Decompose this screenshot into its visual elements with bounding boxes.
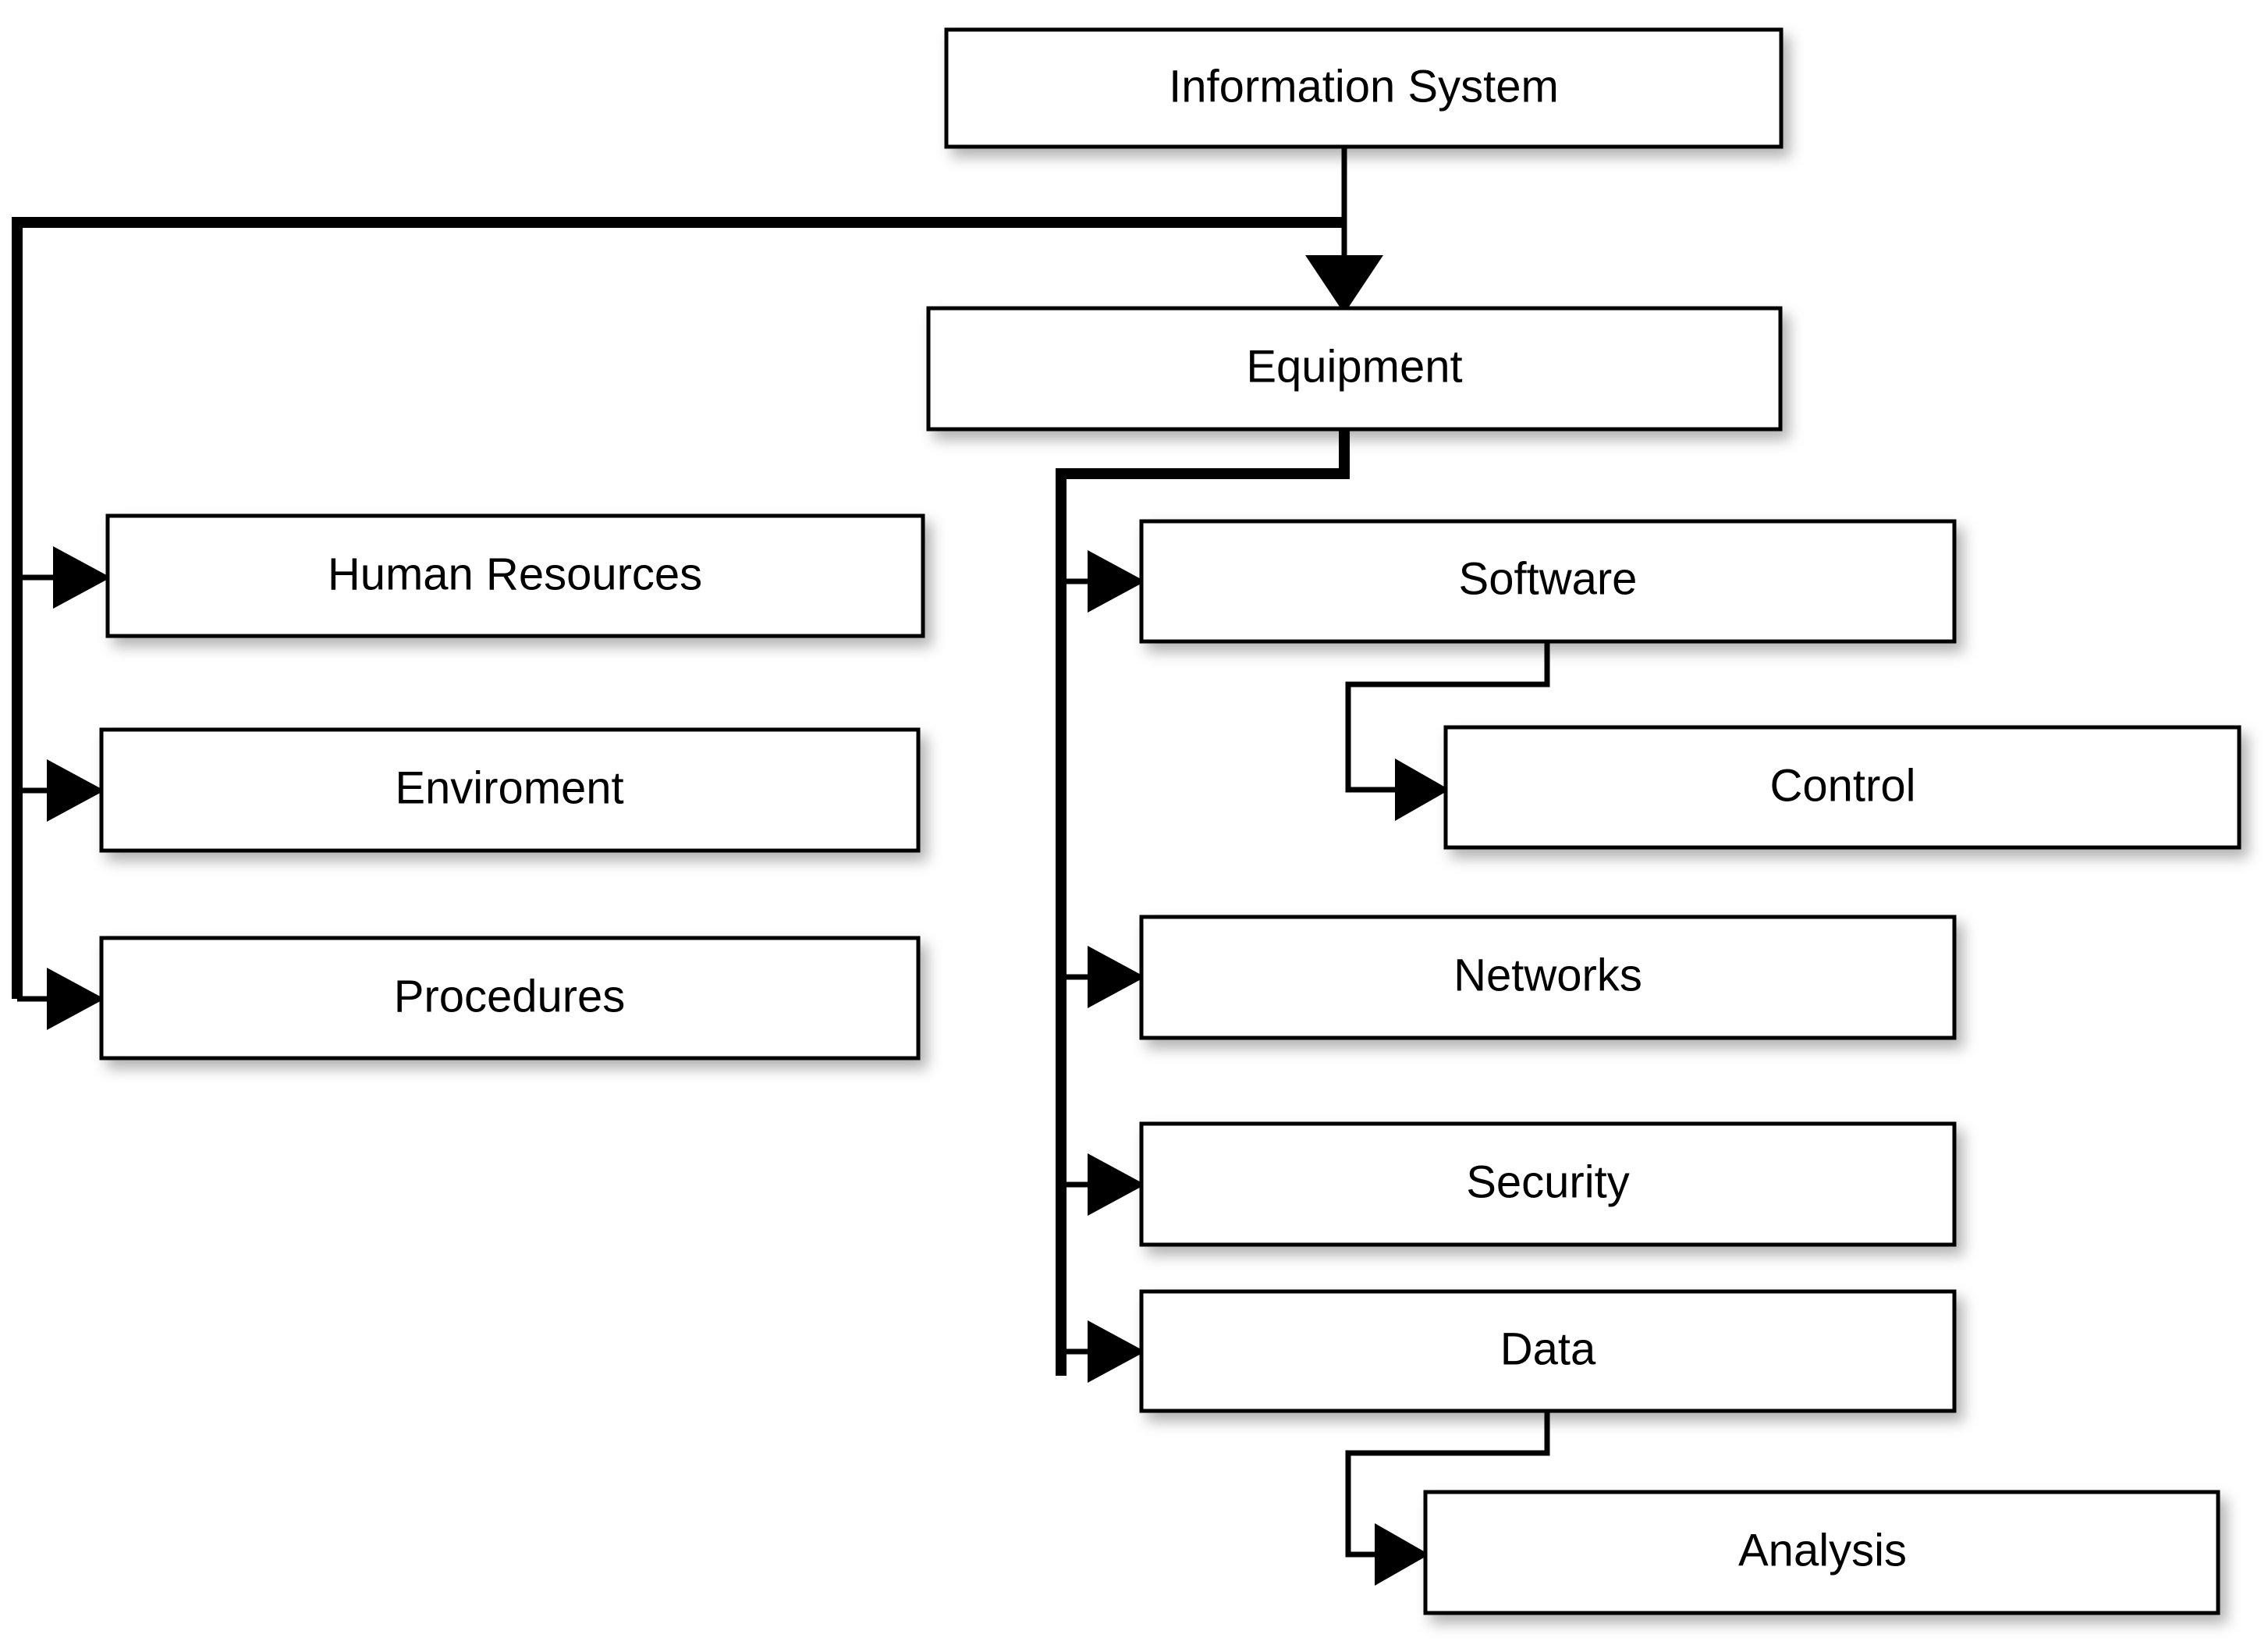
- node-security[interactable]: Security: [1139, 1121, 1957, 1247]
- node-networks-label: Networks: [1453, 950, 1642, 1000]
- node-analysis[interactable]: Analysis: [1423, 1490, 2220, 1615]
- edge-information-system-to-equipment: [1305, 147, 1383, 314]
- node-data[interactable]: Data: [1139, 1289, 1957, 1413]
- node-software[interactable]: Software: [1139, 519, 1957, 644]
- node-security-label: Security: [1466, 1156, 1630, 1207]
- node-equipment-rect[interactable]: [926, 306, 1783, 432]
- node-networks[interactable]: Networks: [1139, 915, 1957, 1040]
- node-networks-rect[interactable]: [1139, 915, 1957, 1040]
- node-enviroment[interactable]: Enviroment: [99, 727, 921, 853]
- node-human-resources-label: Human Resources: [328, 549, 702, 599]
- connector-layer: [12, 147, 1550, 1586]
- node-layer: Information System Equipment Human Resou…: [99, 27, 2241, 1615]
- node-security-rect[interactable]: [1139, 1121, 1957, 1247]
- node-equipment-label: Equipment: [1246, 341, 1462, 392]
- node-human-resources-rect[interactable]: [105, 513, 925, 638]
- node-procedures-label: Procedures: [394, 971, 626, 1021]
- edge-information-system-to-procedures: [17, 968, 105, 1030]
- edge-equipment-to-networks: [1061, 946, 1145, 1008]
- node-enviroment-label: Enviroment: [395, 762, 623, 813]
- edge-information-system-left-trunk: [12, 217, 1344, 999]
- node-control-label: Control: [1770, 760, 1916, 811]
- node-software-label: Software: [1459, 553, 1638, 604]
- node-control[interactable]: Control: [1443, 725, 2241, 850]
- node-data-label: Data: [1500, 1323, 1596, 1374]
- edge-software-to-control: [1345, 641, 1550, 821]
- node-procedures[interactable]: Procedures: [99, 936, 921, 1060]
- node-human-resources[interactable]: Human Resources: [105, 513, 925, 638]
- node-information-system[interactable]: Information System: [944, 27, 1784, 149]
- node-information-system-label: Information System: [1169, 61, 1559, 112]
- edge-equipment-to-software: [1061, 550, 1145, 613]
- node-information-system-rect[interactable]: [944, 27, 1784, 149]
- edge-equipment-to-data: [1061, 1320, 1145, 1383]
- edge-equipment-right-trunk: [1056, 429, 1350, 1376]
- node-equipment[interactable]: Equipment: [926, 306, 1783, 432]
- node-analysis-label: Analysis: [1738, 1525, 1907, 1576]
- node-software-rect[interactable]: [1139, 519, 1957, 644]
- node-enviroment-rect[interactable]: [99, 727, 921, 853]
- node-control-rect[interactable]: [1443, 725, 2241, 850]
- node-procedures-rect[interactable]: [99, 936, 921, 1060]
- edge-equipment-to-security: [1061, 1153, 1145, 1216]
- edge-information-system-to-human-resources: [17, 546, 111, 609]
- edge-information-system-to-enviroment: [17, 759, 105, 822]
- edge-data-to-analysis: [1345, 1411, 1550, 1586]
- node-analysis-rect[interactable]: [1423, 1490, 2220, 1615]
- node-data-rect[interactable]: [1139, 1289, 1957, 1413]
